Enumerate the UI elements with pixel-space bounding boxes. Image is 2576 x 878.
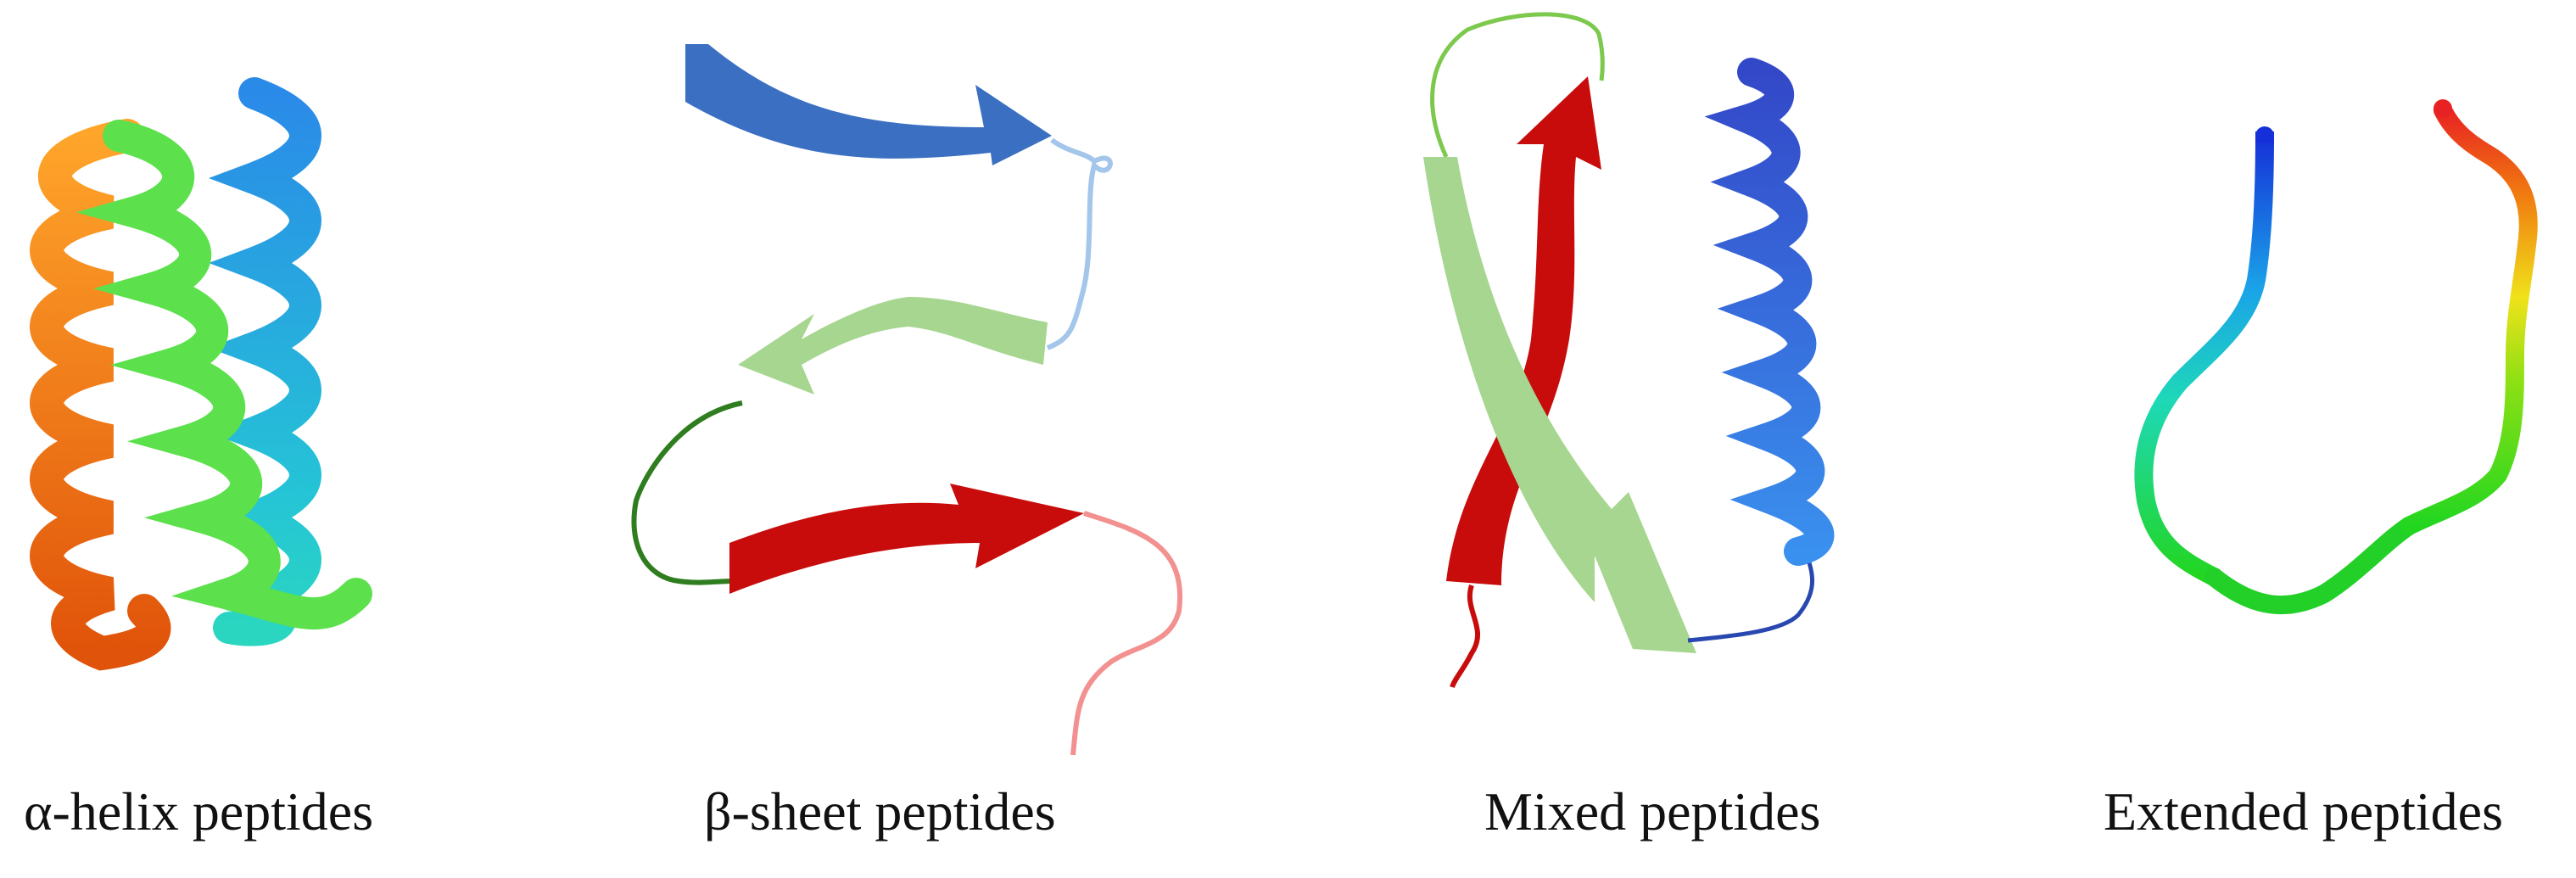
strand-red	[729, 484, 1084, 594]
panel-alpha-helix: α-helix peptides	[0, 0, 441, 878]
extended-coil-structure-icon	[2134, 99, 2538, 615]
panel-beta-sheet: β-sheet peptides	[594, 0, 1238, 878]
loop-light-blue	[1046, 137, 1113, 350]
caption-extended: Extended peptides	[2104, 781, 2503, 842]
panel-extended: Extended peptides	[2087, 0, 2576, 878]
alpha-helix-structure-icon	[30, 77, 372, 671]
caption-beta-sheet: β-sheet peptides	[704, 781, 1056, 842]
coil-end-blue	[2255, 131, 2274, 143]
strand-light-green	[738, 297, 1048, 394]
loop-red	[1450, 584, 1481, 689]
helix-green	[76, 120, 372, 630]
loop-green	[1430, 12, 1605, 159]
strand-red	[1446, 76, 1601, 585]
caption-alpha-helix: α-helix peptides	[24, 781, 374, 842]
beta-sheet-structure-icon	[631, 44, 1183, 756]
helix-blue	[1704, 58, 1835, 566]
loop-blue	[1687, 555, 1815, 643]
helix-orange	[30, 119, 171, 671]
mixed-structure-icon	[1423, 12, 1835, 689]
strand-blue	[685, 44, 1052, 165]
coil-end-red	[2434, 99, 2452, 118]
caption-mixed: Mixed peptides	[1484, 781, 1821, 842]
panel-mixed: Mixed peptides	[1391, 0, 1968, 878]
helix-blue	[206, 77, 321, 646]
coil-left-segment	[2134, 126, 2274, 586]
strand-light-green	[1423, 157, 1696, 653]
coil-bottom-segment	[2204, 517, 2418, 615]
loop-pink	[1070, 511, 1183, 756]
coil-right-segment	[2400, 101, 2538, 535]
loop-dark-green	[631, 400, 743, 585]
